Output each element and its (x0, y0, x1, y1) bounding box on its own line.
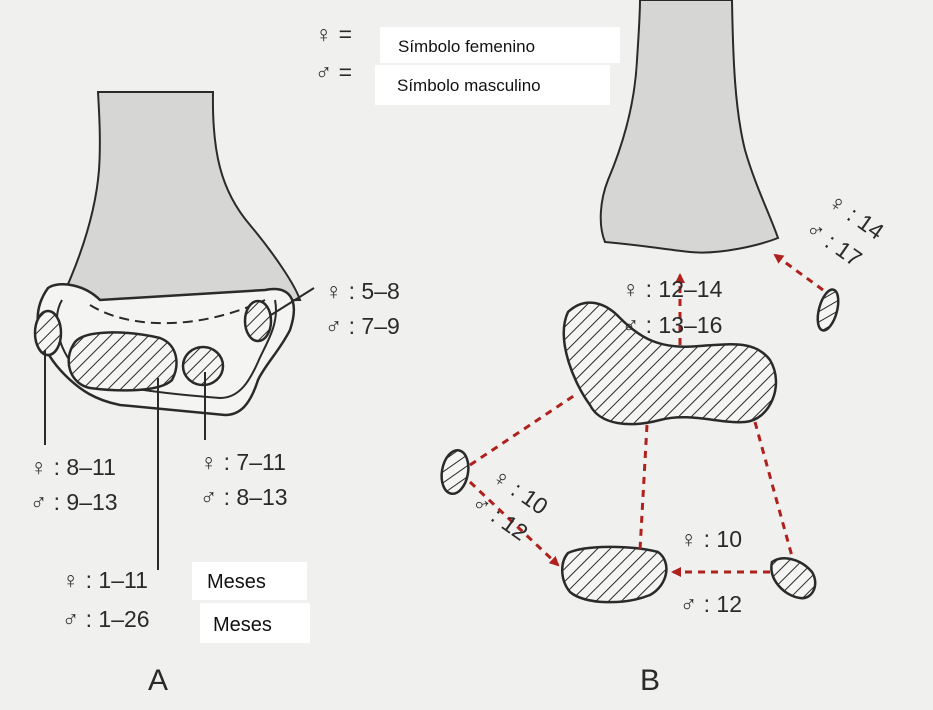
trochlea-female-label-a: ♀ : 7–11 (200, 449, 286, 475)
legend: ♀ = Símbolo femenino ♂ = Símbolo masculi… (315, 21, 620, 105)
unit-label-1: Meses (207, 571, 266, 593)
capitellum-female-label-a: ♀ : 1–11 (62, 567, 148, 593)
unit-label-2: Meses (213, 614, 272, 636)
medial-epicondyle-center-b (438, 448, 471, 496)
panel-b: ♀ = Símbolo femenino ♂ = Símbolo masculi… (315, 0, 889, 697)
trochlea-male-label-a: ♂ : 8–13 (200, 484, 288, 510)
main-fusion-female-label-b: ♀ : 12–14 (622, 276, 723, 302)
humerus-b (601, 0, 778, 253)
legend-female-symbol: ♀ = (315, 21, 352, 47)
olecranon-center-b (771, 558, 815, 598)
legend-male-symbol: ♂ = (315, 59, 352, 85)
trochlea-female-label-b: ♀ : 10 (680, 526, 742, 552)
capitellum-center-a (69, 332, 177, 390)
trochlea-center-b (562, 547, 666, 602)
legend-female-text: Símbolo femenino (398, 37, 535, 56)
panel-a-letter: A (148, 664, 168, 697)
lateral-epi-female-label-a: ♀ : 5–8 (325, 278, 400, 304)
lateral-epicondyle-center-b (814, 287, 842, 332)
medial-epi-female-label-a: ♀ : 8–11 (30, 454, 116, 480)
legend-male-text: Símbolo masculino (397, 76, 541, 95)
humerus-a (60, 92, 300, 302)
medial-epi-male-label-a: ♂ : 9–13 (30, 489, 118, 515)
main-fusion-male-label-b: ♂ : 13–16 (622, 312, 722, 338)
medial-epicondyle-center-a (35, 311, 61, 355)
lateral-epicondyle-center-a (245, 301, 271, 341)
trochlea-center-a (183, 347, 223, 385)
trochlea-male-label-b: ♂ : 12 (680, 591, 742, 617)
lateral-epi-male-label-a: ♂ : 7–9 (325, 313, 400, 339)
panel-b-letter: B (640, 664, 660, 697)
panel-a: ♀ : 5–8 ♂ : 7–9 ♀ : 8–11 ♂ : 9–13 ♀ : 7–… (30, 92, 400, 697)
capitellum-male-label-a: ♂ : 1–26 (62, 606, 150, 632)
